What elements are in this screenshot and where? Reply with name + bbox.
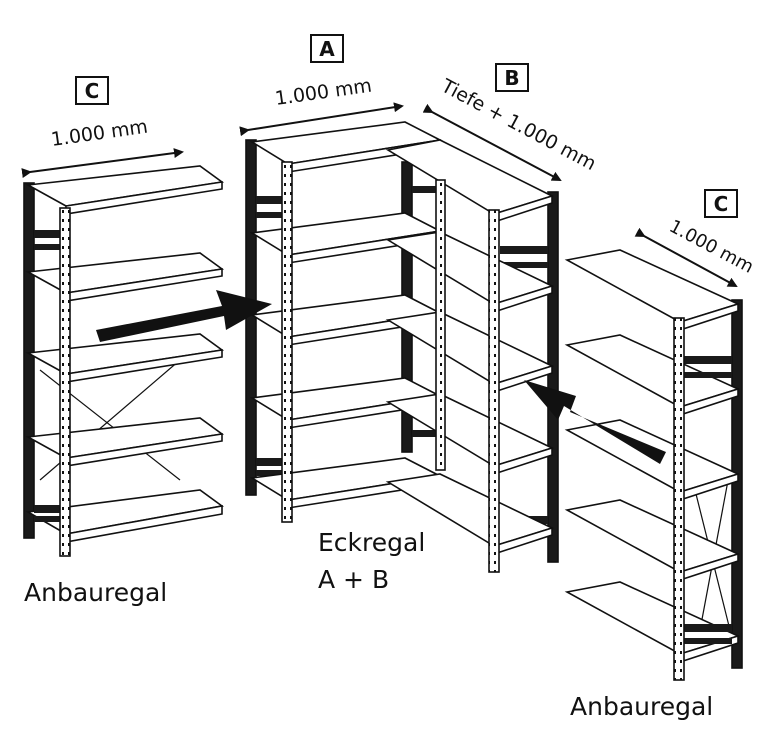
dim-text-c-left: 1.000 mm (50, 116, 150, 151)
box-label-c-left: C (75, 76, 109, 105)
right-addon-shelf-unit (564, 249, 743, 681)
left-addon-shelf-unit (23, 165, 225, 557)
center-unit-right-back-post (547, 191, 559, 563)
center-corner-shelf-unit (245, 121, 559, 573)
box-b-text: B (504, 66, 519, 90)
caption-right-unit: Anbauregal (570, 692, 713, 721)
dim-line-b (422, 103, 562, 181)
dim-line-c-left (21, 148, 184, 179)
box-c-left-text: C (85, 79, 100, 103)
attach-arrow-left (96, 290, 272, 342)
attach-arrow-right (524, 380, 666, 464)
box-label-a: A (310, 34, 344, 63)
caption-center-line2: A + B (318, 565, 389, 594)
center-unit-front-post-a (281, 161, 293, 523)
dim-text-c-right: 1.000 mm (666, 216, 757, 278)
right-unit-back-post (731, 299, 743, 669)
box-c-right-text: C (714, 192, 729, 216)
left-unit-front-post (59, 207, 71, 557)
box-label-c-right: C (704, 189, 738, 218)
dim-text-a: 1.000 mm (274, 75, 374, 110)
caption-left-unit: Anbauregal (24, 578, 167, 607)
dim-line-a (239, 102, 404, 137)
center-unit-inner-post (435, 179, 446, 471)
dim-line-c-right (634, 227, 738, 287)
center-unit-shelves-a (249, 121, 443, 509)
box-label-b: B (495, 63, 529, 92)
caption-center-line1: Eckregal (318, 528, 425, 557)
left-unit-back-post (23, 182, 35, 539)
right-unit-front-post (673, 317, 685, 681)
box-a-text: A (319, 37, 335, 61)
center-unit-front-post-b (488, 209, 500, 573)
left-unit-shelves (25, 165, 225, 543)
